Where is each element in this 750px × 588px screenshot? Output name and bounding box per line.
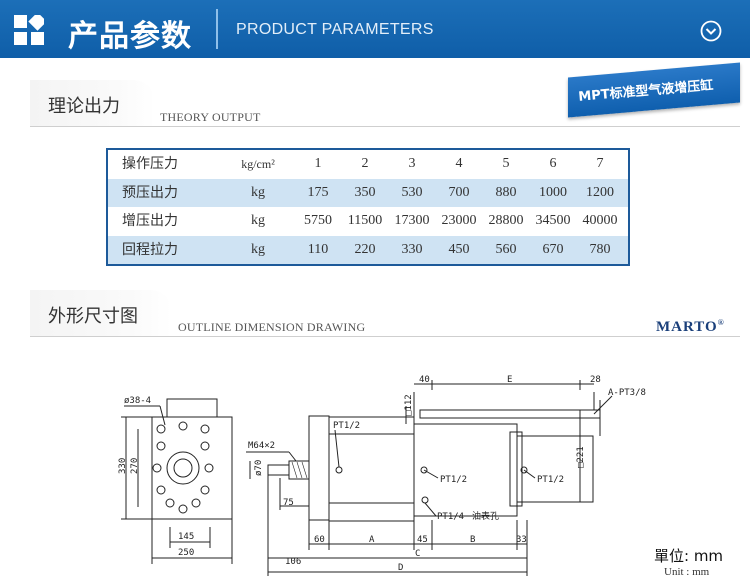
section-header-bg [30, 80, 155, 126]
dim-label: ø70 [254, 460, 264, 476]
side-tie-rod-top [419, 409, 601, 419]
units-label-cn: 單位: mm [654, 547, 724, 565]
table-cell: 560 [495, 241, 517, 257]
table-cell: 880 [495, 184, 517, 200]
table-cell: 175 [307, 184, 329, 200]
table-cell: 2 [361, 156, 369, 171]
brand-logo: MARTO® [656, 318, 725, 335]
table-row: 回程拉力 kg 110 220 330 450 560 670 780 [108, 235, 628, 264]
row-label: 操作压力 [122, 156, 178, 172]
table-cell: 330 [401, 241, 423, 257]
table-row: 增压出力 kg 5750 11500 17300 23000 28800 345… [108, 207, 628, 236]
row-unit: kg [251, 213, 265, 228]
table-row: 预压出力 kg 175 350 530 700 880 1000 1200 [108, 178, 628, 207]
table-row: 操作压力 kg/cm² 1 2 3 4 5 6 7 [108, 150, 628, 179]
chevron-down-icon[interactable] [700, 20, 722, 42]
row-unit: kg/cm² [241, 157, 275, 171]
table-cell: 220 [354, 241, 376, 257]
dim-label: □112 [404, 394, 414, 416]
dim-label: A-PT3/8 [608, 388, 646, 398]
table-cell: 17300 [394, 213, 430, 228]
table-cell: 28800 [488, 213, 524, 228]
dim-label: 油表孔 [472, 510, 499, 522]
units-label-en: Unit : mm [664, 566, 710, 578]
dim-label: D [398, 563, 403, 573]
dim-label: 330 [118, 458, 128, 474]
dim-label: ø38-4 [124, 396, 151, 406]
page-subtitle: PRODUCT PARAMETERS [236, 21, 434, 38]
table-cell: 6 [549, 156, 557, 171]
section-title-theory: 理论出力 [48, 96, 120, 117]
section-title-outline: 外形尺寸图 [48, 306, 138, 327]
section-subtitle-theory: THEORY OUTPUT [160, 110, 261, 124]
dim-label: PT1/2 [333, 421, 360, 431]
table-cell: 450 [448, 241, 470, 257]
dim-label: 270 [130, 458, 140, 474]
side-rod-shaft [267, 464, 290, 476]
dim-label: 40 [419, 375, 430, 385]
table-cell: 7 [596, 156, 604, 171]
table-cell: 350 [354, 184, 376, 200]
table-cell: 4 [455, 156, 463, 171]
dim-label: E [507, 375, 512, 385]
front-view-bolt-holes [152, 421, 214, 514]
table-cell: 23000 [441, 213, 477, 228]
side-front-flange [308, 415, 330, 521]
theory-output-table: 操作压力 kg/cm² 1 2 3 4 5 6 7 预压出力 kg 175 35… [106, 148, 630, 266]
table-cell: 110 [307, 241, 329, 257]
row-label: 增压出力 [122, 213, 178, 229]
dim-label: 106 [285, 557, 301, 567]
dim-label: B [470, 535, 475, 545]
row-unit: kg [251, 184, 265, 200]
table-cell: 1200 [586, 184, 614, 200]
table-cell: 5750 [304, 213, 332, 228]
table-cell: 3 [408, 156, 416, 171]
front-view-bore-inner [173, 458, 193, 478]
header-divider [216, 9, 218, 49]
table-cell: 1 [314, 156, 322, 171]
dim-label: 28 [590, 375, 601, 385]
section-subtitle-outline: OUTLINE DIMENSION DRAWING [178, 320, 366, 334]
dim-label: 33 [516, 535, 527, 545]
page-title: 产品参数 [68, 19, 192, 54]
dim-label: PT1/2 [440, 475, 467, 485]
row-label: 回程拉力 [122, 241, 178, 258]
dim-label: 75 [283, 498, 294, 508]
dim-label: □221 [576, 446, 586, 468]
section-divider [30, 336, 740, 337]
header-banner: 产品参数 PRODUCT PARAMETERS [0, 0, 750, 58]
grid-logo-icon [14, 15, 44, 45]
table-cell: 34500 [535, 213, 571, 228]
dim-label: 45 [417, 535, 428, 545]
table-cell: 530 [401, 184, 423, 200]
dim-label: 60 [314, 535, 325, 545]
table-cell: 780 [589, 241, 611, 257]
table-cell: 5 [502, 156, 510, 171]
dim-label: 250 [178, 548, 194, 558]
dim-label: 145 [178, 532, 194, 542]
section-header-bg [30, 290, 172, 336]
thread-hatching [291, 461, 308, 479]
table-cell: 40000 [582, 213, 618, 228]
row-label: 预压出力 [122, 184, 178, 201]
table-cell: 11500 [347, 213, 383, 228]
front-view-bore-outer [166, 451, 200, 485]
table-cell: 1000 [539, 184, 567, 200]
dim-label: PT1/2 [537, 475, 564, 485]
dim-label: A [369, 535, 375, 545]
table-cell: 670 [542, 241, 564, 257]
dim-label: C [415, 549, 420, 559]
front-view-top-port [166, 398, 218, 418]
side-main-body [413, 423, 518, 517]
row-unit: kg [251, 241, 265, 257]
side-booster-barrel [516, 435, 594, 503]
table-cell: 700 [448, 184, 470, 200]
side-rod-end [288, 460, 310, 480]
side-rear-cap [509, 431, 523, 507]
dim-label: PT1/4 [437, 512, 464, 522]
dim-label: M64×2 [248, 441, 275, 451]
section-divider [30, 126, 740, 127]
